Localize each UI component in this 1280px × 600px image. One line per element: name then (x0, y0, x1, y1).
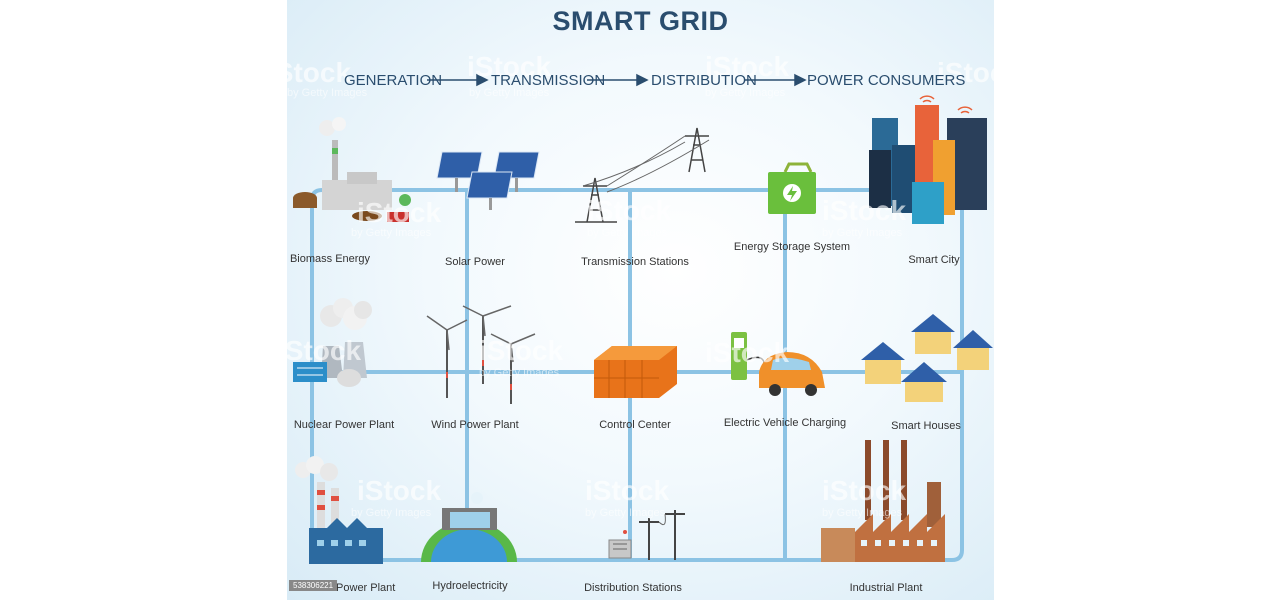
label-energy-storage-system: Energy Storage System (733, 241, 851, 253)
watermark-text: iStock (467, 51, 551, 82)
smart-city-icon (869, 95, 987, 224)
hydroelectricity-icon (421, 492, 517, 562)
watermark-text: iStock (822, 195, 906, 226)
watermarks: iStock iStock iStock iStock iStock iStoc… (287, 51, 994, 506)
label-biomass-energy: Biomass Energy (289, 253, 371, 265)
label-control-center: Control Center (599, 419, 671, 431)
watermark-sub-text: by Getty Images (351, 507, 432, 519)
stock-id-badge: 538306221 (289, 580, 338, 591)
ev-charging-icon (731, 332, 825, 396)
flow-step-transmission: TRANSMISSION (491, 72, 606, 89)
flow-step-generation: GENERATION (344, 72, 443, 89)
label-hydroelectricity: Hydroelectricity (432, 580, 508, 592)
label-nuclear-power-plant: Nuclear Power Plant (293, 419, 395, 431)
watermark-sub-text: by Getty Images (822, 227, 903, 239)
distribution-stations-icon (608, 510, 685, 560)
watermark-text: iStock (585, 475, 669, 506)
smart-grid-diagram: iStock iStock iStock iStock iStock iStoc… (287, 0, 994, 600)
biomass-icon (293, 117, 411, 222)
watermark-text: iStock (822, 475, 906, 506)
watermark-sub-text: by Getty Images (479, 367, 560, 379)
flow-step-power-consumers: POWER CONSUMERS (807, 72, 966, 89)
watermark-sub-text: by Getty Images (469, 87, 550, 99)
smart-houses-icon (861, 314, 993, 402)
watermark-sub-text: by Getty Images (822, 507, 903, 519)
thermal-power-plant-icon (295, 456, 383, 564)
label-industrial-plant: Industrial Plant (849, 582, 923, 594)
watermark-sub-text: by Getty Images (587, 227, 668, 239)
watermark-text: iStock (287, 57, 351, 88)
watermark-subs: by Getty Images by Getty Images by Getty… (287, 87, 903, 519)
watermark-sub-text: by Getty Images (287, 87, 368, 99)
watermark-text: iStock (357, 197, 441, 228)
flow-step-distribution: DISTRIBUTION (651, 72, 757, 89)
watermark-text: iStock (587, 195, 671, 226)
watermark-sub-text: by Getty Images (351, 227, 432, 239)
label-wind-power-plant: Wind Power Plant (431, 419, 519, 431)
control-center-icon (594, 346, 677, 398)
watermark-text: iStock (357, 475, 441, 506)
label-ev-charging: Electric Vehicle Charging (723, 417, 847, 429)
watermark-text: iStock (937, 57, 994, 88)
label-smart-houses: Smart Houses (891, 420, 961, 432)
watermark-text: iStock (287, 335, 361, 366)
label-smart-city: Smart City (908, 254, 960, 266)
transmission-stations-icon (575, 127, 710, 223)
label-distribution-stations: Distribution Stations (584, 582, 682, 594)
watermark-text: iStock (705, 337, 789, 368)
nuclear-power-plant-icon (293, 298, 372, 387)
flow-arrows (427, 73, 807, 87)
label-solar-power: Solar Power (445, 256, 505, 268)
energy-storage-icon (768, 162, 816, 214)
label-transmission-stations: Transmission Stations (581, 256, 689, 268)
watermark-sub-text: by Getty Images (705, 87, 786, 99)
wind-power-plant-icon (426, 305, 536, 404)
diagram-canvas: iStock iStock iStock iStock iStock iStoc… (287, 51, 994, 564)
watermark-text: iStock (479, 335, 563, 366)
diagram-title: SMART GRID (552, 6, 729, 36)
watermark-sub-text: by Getty Images (585, 507, 666, 519)
watermark-text: iStock (705, 51, 789, 82)
solar-power-icon (436, 151, 540, 210)
industrial-plant-icon (821, 440, 945, 562)
